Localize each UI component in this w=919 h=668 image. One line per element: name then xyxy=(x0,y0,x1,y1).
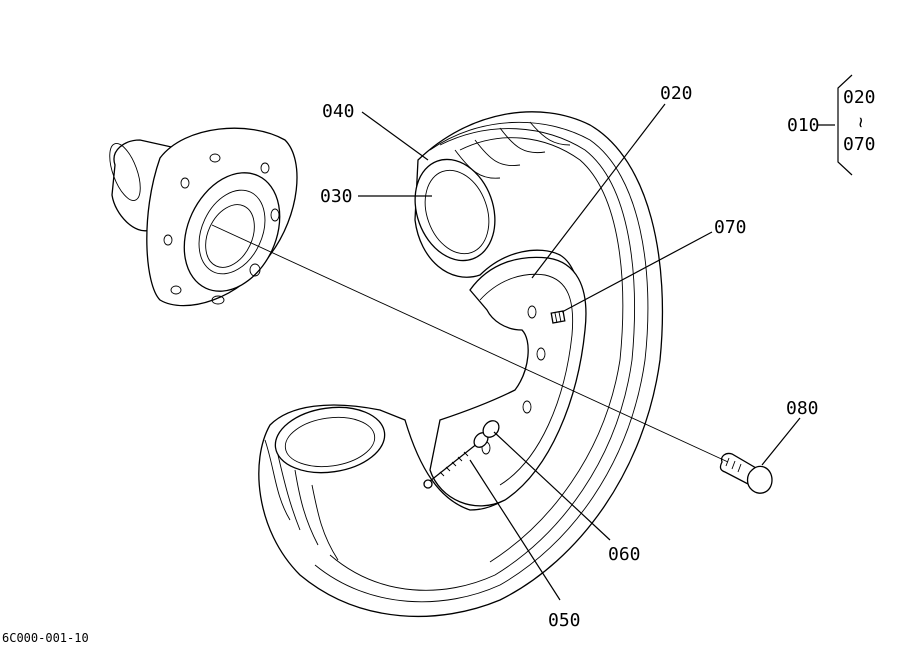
wheel-disc-icon xyxy=(429,256,587,507)
label-070: 070 xyxy=(714,217,747,238)
group-from-label: 020 xyxy=(843,87,876,108)
label-030: 030 xyxy=(320,186,353,207)
label-010: 010 xyxy=(787,115,820,136)
label-040: 040 xyxy=(322,101,355,122)
group-tilde: ~ xyxy=(850,117,871,128)
label-020: 020 xyxy=(660,83,693,104)
group-to-label: 070 xyxy=(843,134,876,155)
axis-line xyxy=(211,224,729,463)
leader-070 xyxy=(561,231,713,313)
label-080: 080 xyxy=(786,398,819,419)
tire-icon xyxy=(258,111,664,618)
label-060: 060 xyxy=(608,544,641,565)
leader-040 xyxy=(361,111,429,161)
bolt-icon xyxy=(719,452,773,494)
leader-050 xyxy=(469,459,561,601)
figure-code: 6C000-001-10 xyxy=(2,631,89,645)
leader-080 xyxy=(761,417,801,466)
label-050: 050 xyxy=(548,610,581,631)
leader-020 xyxy=(531,103,666,279)
assembly-group-bracket: 010 020 ~ 070 xyxy=(787,74,876,176)
leader-060 xyxy=(493,431,611,541)
wheel-hub-icon xyxy=(109,127,298,307)
